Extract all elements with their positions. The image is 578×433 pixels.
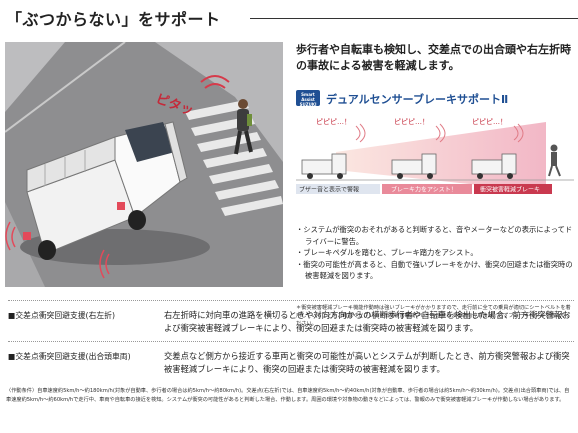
sensor-diagram: ピピピ…！ ピピピ…！ ピピピ…！ bbox=[296, 112, 574, 216]
right-column: 歩行者や自転車も検知し、交差点での出合頭や右左折時の事故による被害を軽減します。… bbox=[296, 42, 574, 327]
pedestrian-target-icon bbox=[548, 144, 561, 177]
truck-stage-1 bbox=[301, 153, 347, 175]
caution-note: ＊衝突被害軽減ブレーキ機能作動時は強いブレーキがかかりますので、走行前に全ての乗… bbox=[296, 305, 571, 327]
beep-label-2: ピピピ…！ bbox=[394, 118, 429, 126]
assist-stage-label: ブレーキ力をアシスト！ bbox=[391, 186, 457, 194]
divider-1 bbox=[8, 300, 574, 301]
intersection-illustration: ピタッ bbox=[5, 42, 283, 287]
page-title: 「ぶつからない」をサポート bbox=[6, 10, 221, 29]
bullet-brake-assist: ・ブレーキペダルを踏むと、ブレーキ踏力をアシスト。 bbox=[296, 248, 478, 257]
divider-2 bbox=[8, 341, 574, 342]
title-rule bbox=[250, 18, 578, 19]
feature-bullets: ・システムが衝突のおそれがあると判断すると、音やメーターなどの表示によってドライ… bbox=[296, 224, 574, 282]
brake-sequence-diagram: ピピピ…！ ピピピ…！ ピピピ…！ bbox=[296, 118, 574, 194]
feature-crossing-label: ■交差点衝突回避支援(出合頭車両) bbox=[8, 352, 131, 361]
system-row: Smart Assist SUZUKI デュアルセンサーブレーキサポートⅡ bbox=[296, 90, 574, 107]
beep-label-3: ピピピ…！ bbox=[472, 118, 507, 126]
truck-stage-2 bbox=[391, 153, 437, 175]
operating-conditions-footnote: 〈作動条件〉自車速度約5km/h〜約180km/h(対象が自動車、歩行者の場合は… bbox=[6, 388, 570, 403]
headline-text: 歩行者や自転車も検知し、交差点での出合頭や右左折時の事故による被害を軽減します。 bbox=[296, 43, 571, 72]
alarm-stage-label: ブザー音と表示で警報 bbox=[299, 186, 359, 194]
truck-stage-3 bbox=[471, 153, 517, 175]
bullet-auto-brake: ・衝突の可能性が高まると、自動で強いブレーキをかけ、衝突の回避または衝突時の被害… bbox=[296, 259, 573, 281]
kei-truck bbox=[5, 121, 210, 279]
feature-crossing-desc: 交差点など側方から接近する車両と衝突の可能性が高いとシステムが判断したとき、前方… bbox=[164, 351, 570, 374]
pedestrian-figure bbox=[234, 99, 253, 155]
feature-turn-label: ■交差点衝突回避支援(右左折) bbox=[8, 311, 116, 320]
feature-turn-desc: 右左折時に対向車の進路を横切るときや対向方向からの横断歩行者や自転車を検出した場… bbox=[164, 310, 571, 333]
smart-assist-logo: Smart Assist SUZUKI bbox=[296, 90, 320, 107]
system-name: デュアルセンサーブレーキサポートⅡ bbox=[326, 93, 509, 106]
bullet-warning: ・システムが衝突のおそれがあると判断すると、音やメーターなどの表示によってドライ… bbox=[296, 225, 573, 246]
truck-pedestrian-scene: ピタッ bbox=[5, 42, 283, 287]
beep-label-1: ピピピ…！ bbox=[316, 118, 351, 126]
brake-stage-label: 衝突被害軽減ブレーキ bbox=[480, 186, 540, 194]
